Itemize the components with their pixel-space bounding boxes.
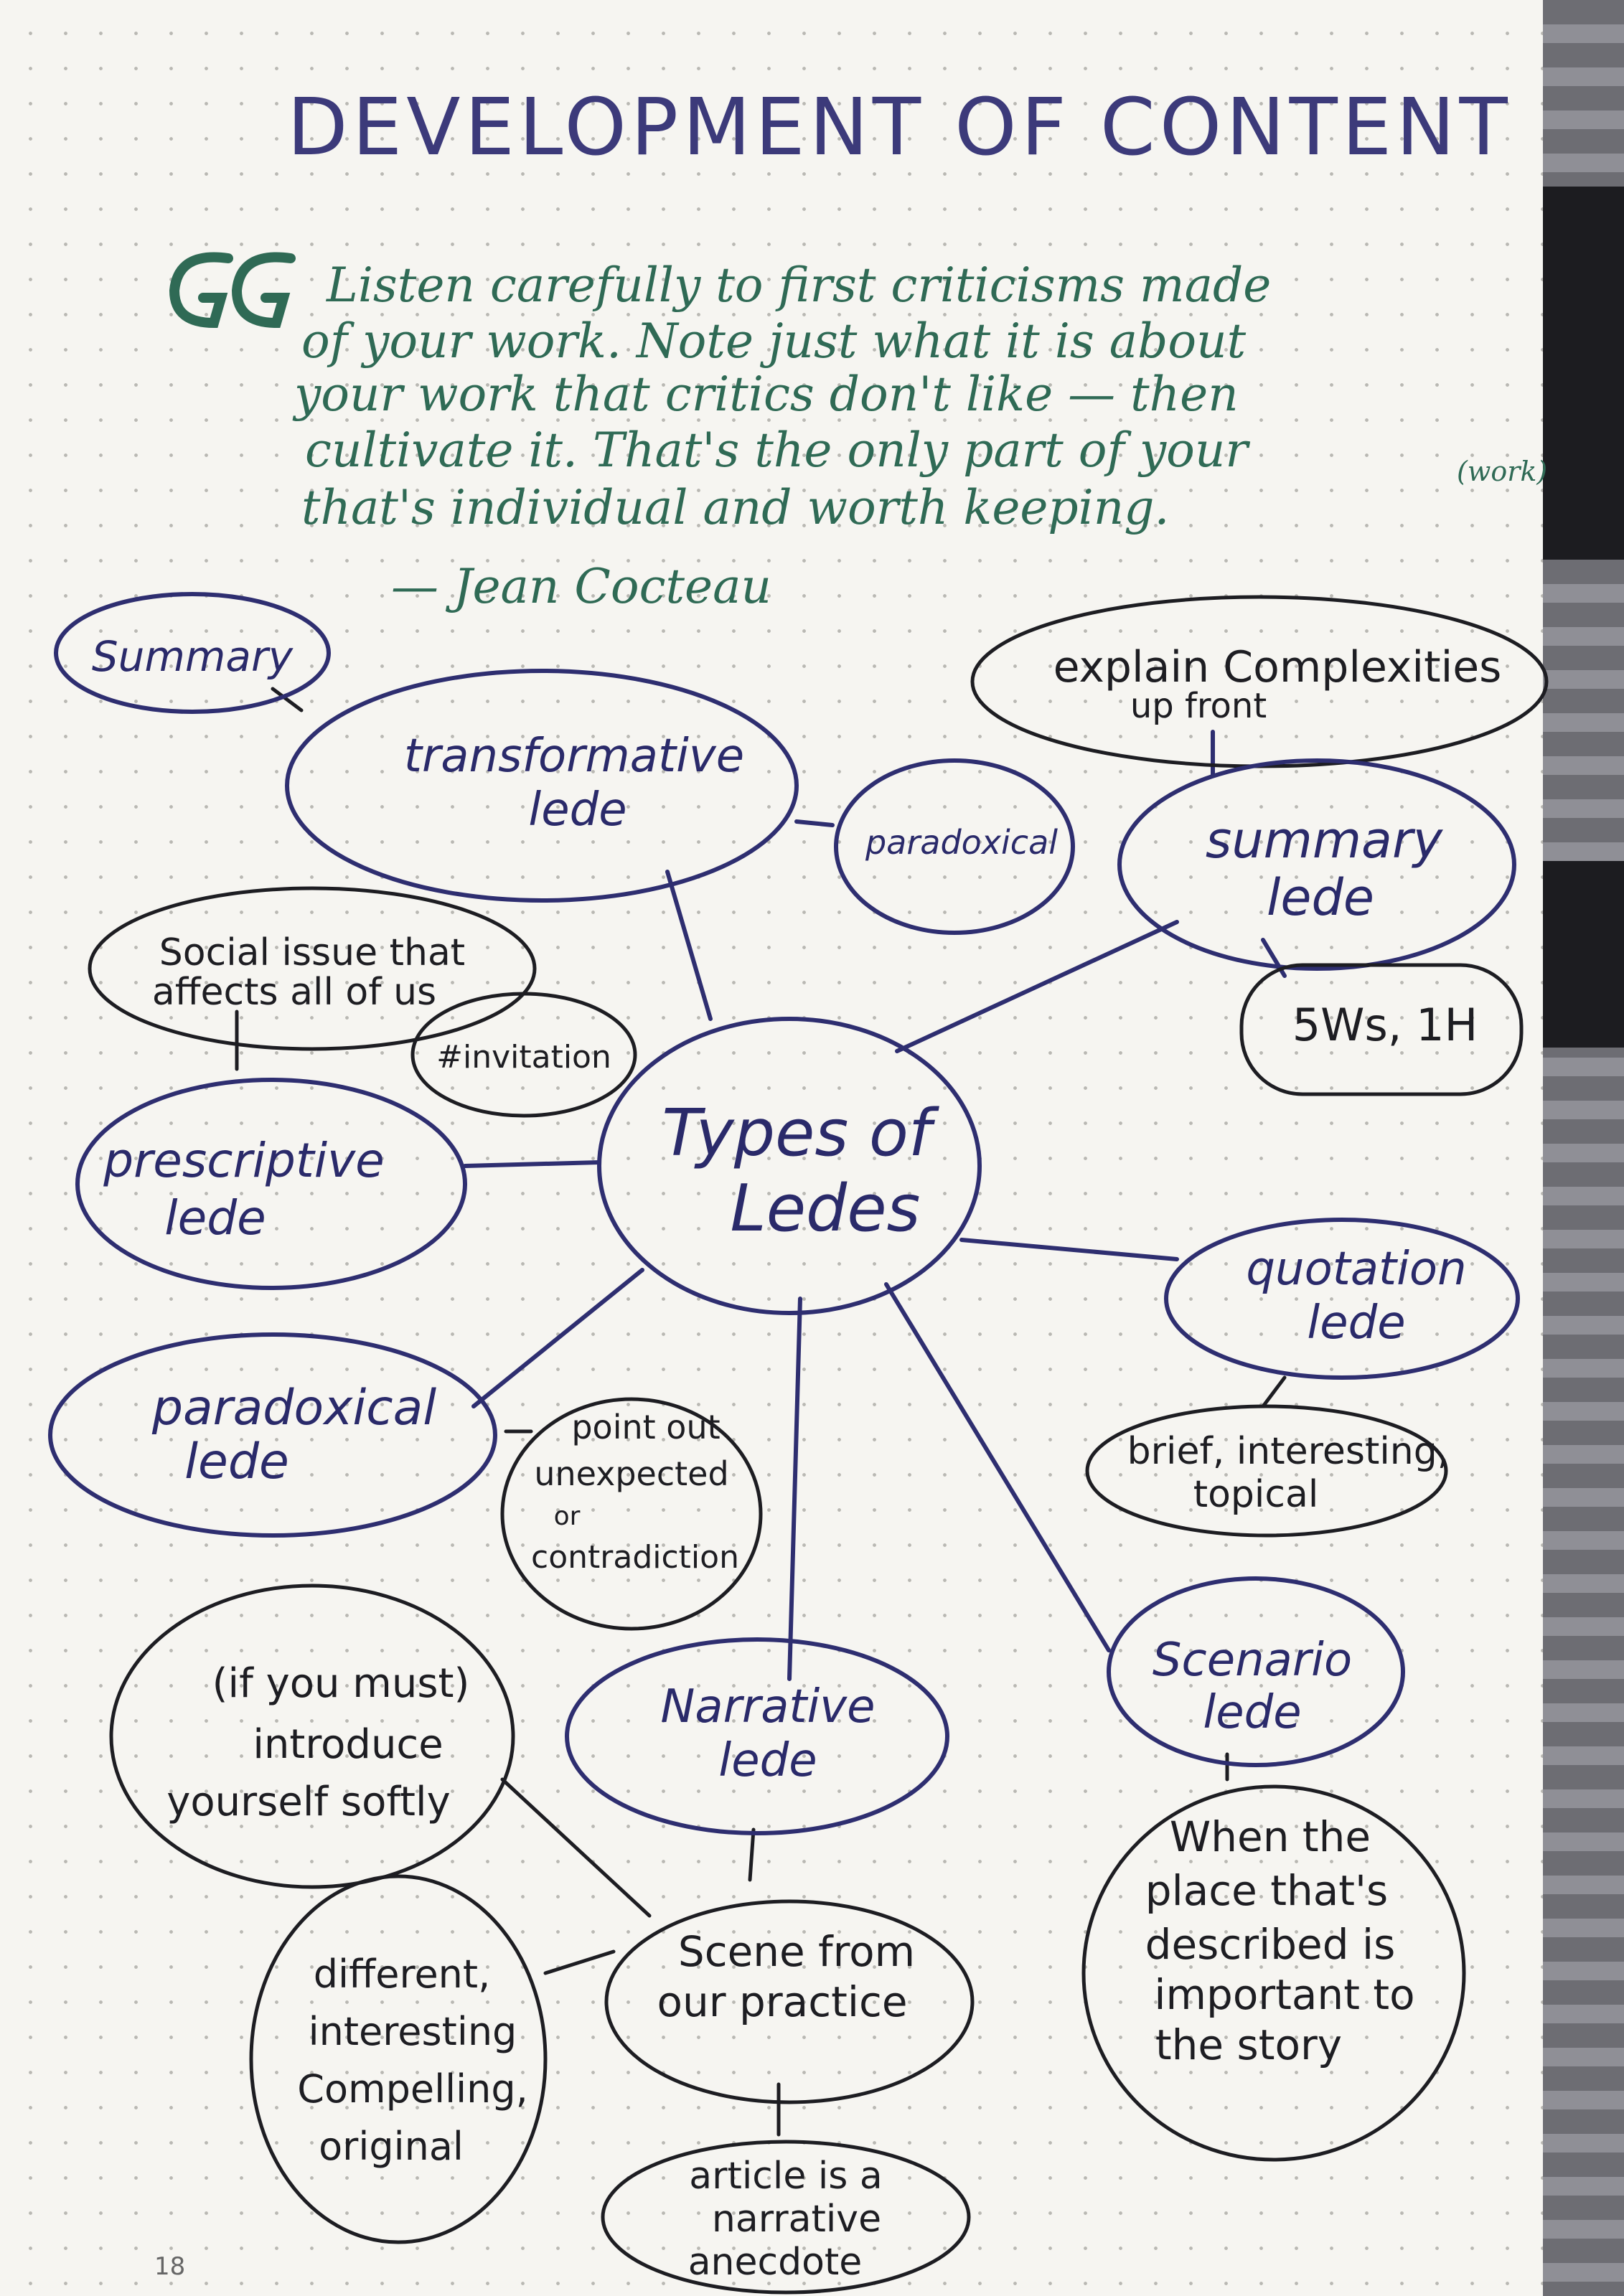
prescriptive-lede-label: lede <box>164 1190 266 1246</box>
summary-tag-label: Summary <box>92 632 294 681</box>
scene-note-label: Scene from <box>678 1927 915 1976</box>
summary-lede-label: summary <box>1206 811 1444 870</box>
transformative-lede-label: lede <box>528 784 626 837</box>
invitation-note-label: #invitation <box>436 1039 611 1076</box>
wh-note-label: 5Ws, 1H <box>1292 999 1478 1051</box>
narrative-lede-label: lede <box>718 1734 817 1787</box>
page-title: DEVELOPMENT OF CONTENT <box>287 81 1512 173</box>
article-note-label: anecdote <box>688 2241 863 2284</box>
quote-mark-icon <box>169 252 296 329</box>
paradoxical-lede-label: lede <box>184 1434 289 1490</box>
article-note-label: article is a <box>689 2155 883 2198</box>
quote-line: that's individual and worth keeping. <box>301 480 1170 535</box>
quote-line: cultivate it. That's the only part of yo… <box>305 423 1250 478</box>
different-note-label: different, <box>314 1952 491 1997</box>
explain-note-label: up front <box>1130 686 1267 726</box>
paradoxical-tag-outline <box>834 758 1075 935</box>
transformative-lede-outline <box>285 669 799 903</box>
quote-attribution: — Jean Cocteau <box>391 559 771 614</box>
introduce-note-label: yourself softly <box>166 1779 450 1825</box>
prescriptive-lede-outline <box>75 1078 467 1290</box>
scene-note-outline <box>604 1899 975 2104</box>
center-node-label: Types of <box>662 1096 939 1171</box>
center-node-outline <box>597 1017 982 1315</box>
binding-band <box>1543 861 1624 1048</box>
wh-note-outline <box>1239 963 1524 1096</box>
quotation-lede-label: lede <box>1307 1297 1405 1350</box>
summary-tag-outline <box>54 592 331 714</box>
quotation-lede-label: quotation <box>1246 1243 1466 1296</box>
when-note-label: described is <box>1145 1920 1396 1969</box>
social-note-outline <box>88 886 537 1051</box>
quote-line: your work that critics don't like — then <box>292 367 1239 422</box>
quote-insert: (work) <box>1457 456 1547 487</box>
brief-note-outline <box>1085 1404 1448 1538</box>
different-note-label: original <box>319 2124 464 2169</box>
scene-note-label: our practice <box>657 1977 907 2026</box>
page-number: 18 <box>154 2252 185 2281</box>
paradoxical-lede-label: paradoxical <box>151 1380 436 1436</box>
introduce-note-outline <box>109 1584 515 1889</box>
different-note-label: interesting <box>309 2009 517 2054</box>
spokes <box>463 730 1287 1681</box>
binding-band <box>1543 187 1624 560</box>
point-out-note-label: or <box>554 1502 581 1531</box>
summary-lede-label: lede <box>1267 868 1374 927</box>
quotation-lede-outline <box>1164 1218 1520 1380</box>
social-note-label: Social issue that <box>159 931 465 974</box>
brief-note-label: topical <box>1193 1473 1319 1516</box>
explain-note-label: explain Complexities <box>1053 642 1502 692</box>
different-note-label: Compelling, <box>297 2066 528 2112</box>
notebook-page <box>0 0 1543 2296</box>
prescriptive-lede-label: prescriptive <box>103 1133 385 1188</box>
transformative-lede-label: transformative <box>404 730 744 783</box>
notebook-binding <box>1543 0 1624 2296</box>
point-out-note-outline <box>500 1397 763 1631</box>
introduce-note-label: (if you must) <box>212 1660 470 1707</box>
different-note-outline <box>249 1874 548 2244</box>
point-out-note-label: contradiction <box>531 1539 739 1576</box>
when-note-label: important to <box>1154 1970 1414 2019</box>
point-out-note-label: point out <box>571 1408 720 1446</box>
center-node-label: Ledes <box>731 1171 921 1246</box>
when-note-label: place that's <box>1145 1866 1388 1915</box>
quote-line: of your work. Note just what it is about <box>301 314 1247 369</box>
when-note-label: the story <box>1155 2020 1342 2069</box>
article-note-label: narrative <box>712 2198 881 2241</box>
quote-line: Listen carefully to first criticisms mad… <box>326 258 1271 313</box>
introduce-note-label: introduce <box>253 1721 443 1768</box>
point-out-note-label: unexpected <box>534 1454 728 1493</box>
when-note-label: When the <box>1170 1812 1371 1861</box>
narrative-lede-label: Narrative <box>660 1680 875 1733</box>
scenario-lede-label: lede <box>1203 1686 1301 1739</box>
quote-block: Listen carefully to first criticisms mad… <box>292 258 1547 614</box>
links <box>235 687 1287 2137</box>
paradoxical-lede-outline <box>48 1332 497 1538</box>
scenario-lede-outline <box>1107 1576 1405 1767</box>
brief-note-label: brief, interesting, <box>1127 1430 1450 1473</box>
when-note-outline <box>1081 1784 1466 2162</box>
article-note-outline <box>601 2140 971 2295</box>
paradoxical-tag-label: paradoxical <box>865 823 1058 862</box>
social-note-label: affects all of us <box>152 971 436 1014</box>
summary-lede-outline <box>1117 758 1516 971</box>
invitation-note-outline <box>410 992 637 1118</box>
scenario-lede-label: Scenario <box>1153 1634 1352 1687</box>
narrative-lede-outline <box>565 1637 949 1835</box>
